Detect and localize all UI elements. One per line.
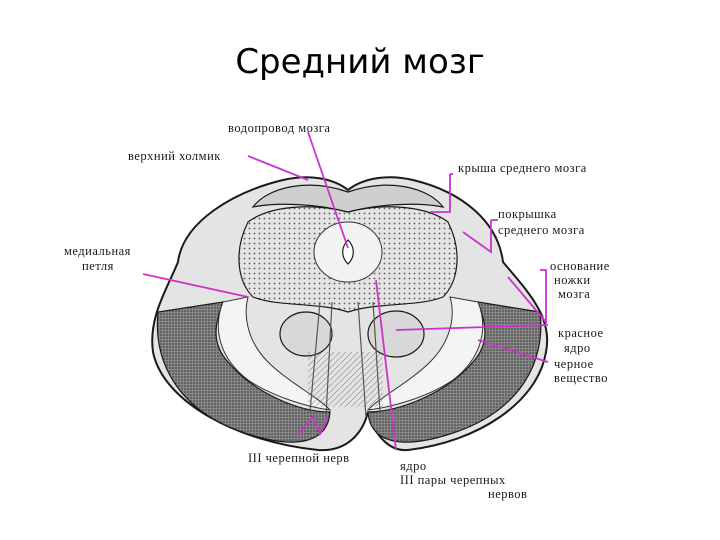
label-basis-1: основание xyxy=(550,259,610,273)
label-medial-lemniscus-2: петля xyxy=(82,259,114,273)
label-tegmentum-2: среднего мозга xyxy=(498,223,585,237)
label-nucleus-1: ядро xyxy=(400,459,427,473)
label-nucleus-2: III пары черепных xyxy=(400,473,506,487)
label-tegmentum-1: покрышка xyxy=(498,207,557,221)
label-superior-colliculus: верхний холмик xyxy=(128,149,221,163)
slide-title: Средний мозг xyxy=(0,42,720,82)
label-nucleus-3: нервов xyxy=(488,487,527,501)
label-red-nucleus-2: ядро xyxy=(564,341,591,355)
left-red-nucleus xyxy=(280,312,332,356)
label-basis-2: ножки xyxy=(554,273,591,287)
label-basis-3: мозга xyxy=(558,287,590,301)
label-tectum: крыша среднего мозга xyxy=(458,161,587,175)
label-substantia-nigra-2: вещество xyxy=(554,371,608,385)
label-cranial-nerve: III черепной нерв xyxy=(248,451,350,465)
label-substantia-nigra-1: черное xyxy=(554,357,594,371)
label-aqueduct: водопровод мозга xyxy=(228,121,330,135)
label-medial-lemniscus-1: медиальная xyxy=(64,244,131,258)
label-red-nucleus-1: красное xyxy=(558,326,604,340)
midbrain-cross-section-diagram: водопровод мозга верхний холмик крыша ср… xyxy=(58,112,638,512)
